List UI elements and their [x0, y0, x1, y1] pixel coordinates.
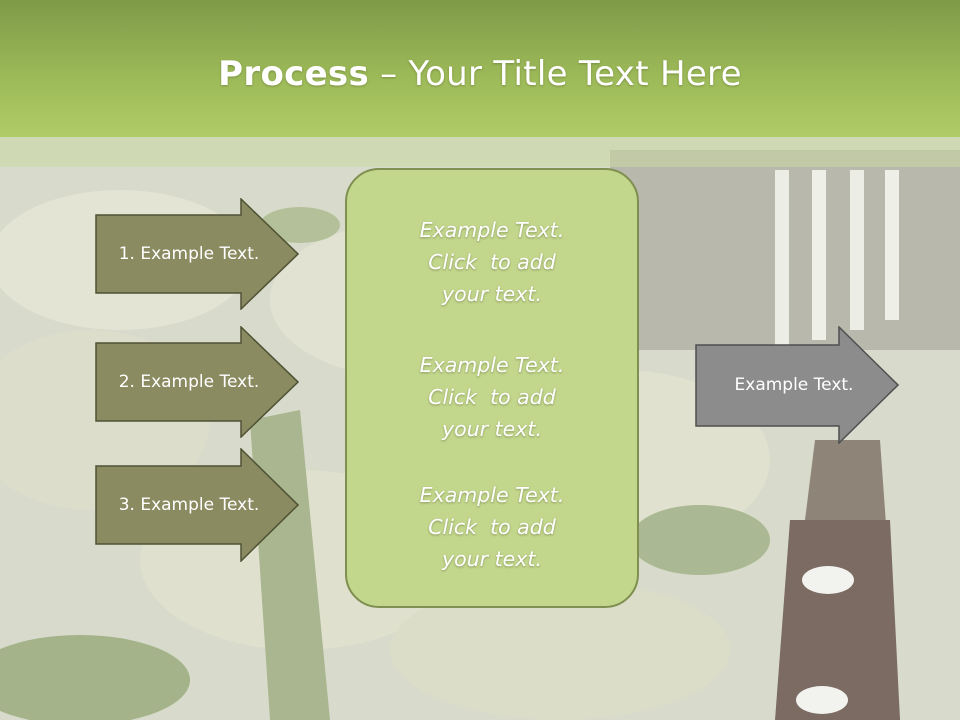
arrow-label: 1. Example Text.	[118, 244, 260, 264]
text-line: your text.	[442, 282, 542, 306]
title-bold: Process	[218, 54, 370, 94]
text-line: your text.	[442, 417, 542, 441]
arrow-label: 2. Example Text.	[118, 372, 260, 392]
title-rest: – Your Title Text Here	[369, 54, 742, 94]
arrow-label: Example Text.	[734, 375, 854, 395]
text-line: Click to add	[428, 515, 556, 539]
process-arrow-2[interactable]: 2. Example Text.	[95, 326, 299, 438]
text-line: Example Text.	[419, 218, 565, 242]
title-strip	[0, 137, 960, 167]
text-line: Example Text.	[419, 483, 565, 507]
process-arrow-3[interactable]: 3. Example Text.	[95, 448, 299, 562]
arrow-label: 3. Example Text.	[118, 495, 260, 515]
text-block-1[interactable]: Example Text. Click to add your text.	[347, 214, 637, 310]
arrow-shape-icon	[95, 326, 299, 438]
slide-title: Process – Your Title Text Here	[0, 52, 960, 96]
title-bar	[0, 0, 960, 137]
text-line: Click to add	[428, 385, 556, 409]
text-block-2[interactable]: Example Text. Click to add your text.	[347, 349, 637, 445]
arrow-shape-icon	[95, 448, 299, 562]
arrow-shape-icon	[95, 198, 299, 310]
text-line: your text.	[442, 547, 542, 571]
arrow-shape-icon	[695, 326, 899, 444]
text-line: Example Text.	[419, 353, 565, 377]
text-line: Click to add	[428, 250, 556, 274]
process-arrow-1[interactable]: 1. Example Text.	[95, 198, 299, 310]
text-block-3[interactable]: Example Text. Click to add your text.	[347, 479, 637, 575]
output-arrow[interactable]: Example Text.	[695, 326, 899, 444]
content-panel[interactable]: Example Text. Click to add your text. Ex…	[345, 168, 639, 608]
